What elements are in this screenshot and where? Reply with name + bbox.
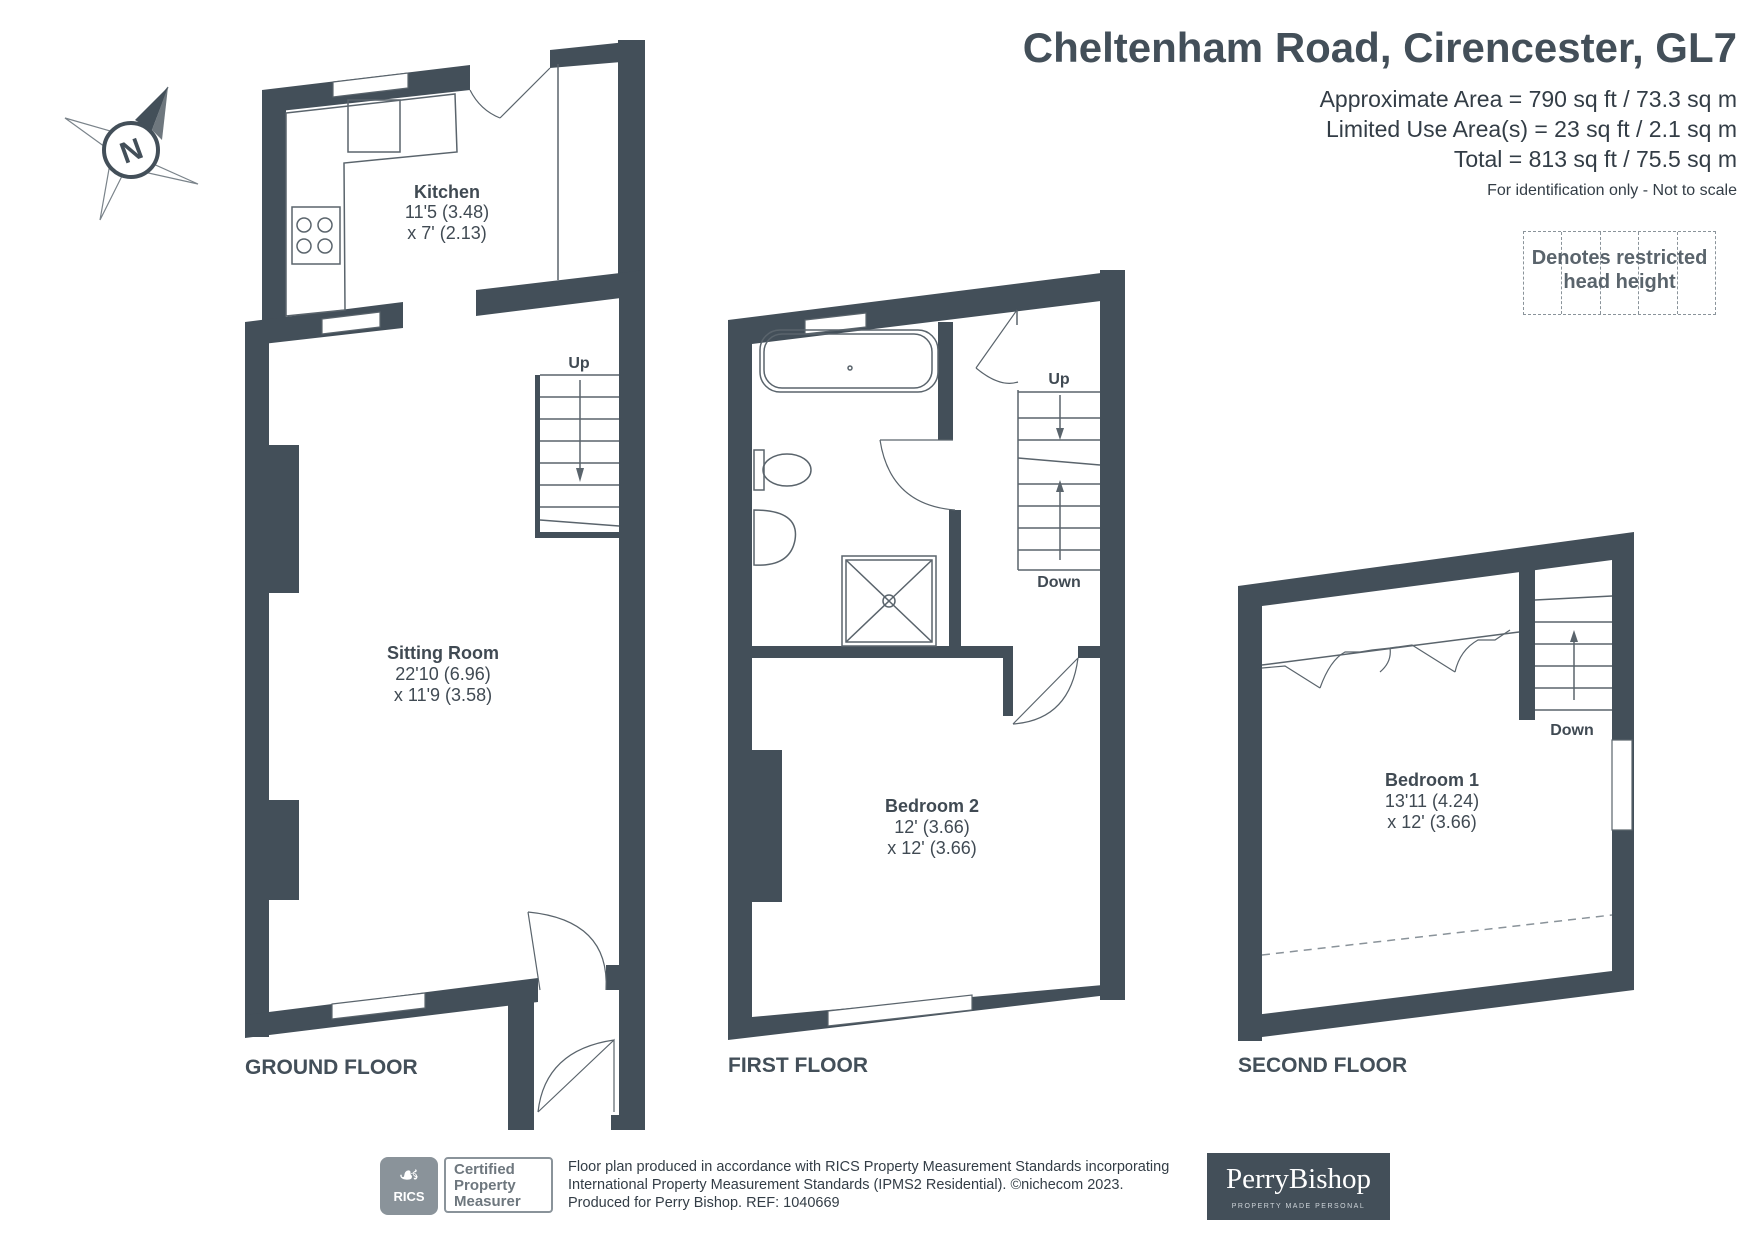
- sitting-room-dim: x 11'9 (3.58): [394, 685, 492, 705]
- wall: [1519, 560, 1535, 720]
- page-title: Cheltenham Road, Cirencester, GL7: [1022, 24, 1737, 71]
- stairs-up-label: Up: [1048, 371, 1070, 388]
- wall: [1078, 646, 1100, 658]
- rics-badge: ☙ RICS Certified Property Measurer: [380, 1157, 557, 1215]
- first-floor-plan: Up Down Bedroom 2 12' (3.66) x 12' (3.66…: [728, 270, 1125, 1077]
- bedroom1-dim: 13'11 (4.24): [1385, 791, 1479, 811]
- wall: [606, 965, 619, 990]
- stairs-up-label: Up: [568, 355, 590, 372]
- wall: [1003, 646, 1013, 716]
- second-floor-plan: Down Bedroom 1 13'11 (4.24) x 12' (3.66)…: [1238, 532, 1634, 1077]
- kitchen-dim: x 7' (2.13): [407, 223, 486, 243]
- chimney-breast: [269, 800, 299, 900]
- bedroom2-dim: x 12' (3.66): [887, 838, 976, 858]
- wall: [262, 90, 286, 320]
- wall: [752, 646, 1004, 658]
- bedroom2-name: Bedroom 2: [885, 796, 979, 816]
- stairs-down-label: Down: [1550, 722, 1594, 739]
- approx-area: Approximate Area = 790 sq ft / 73.3 sq m: [1319, 86, 1737, 112]
- footer-disclaimer: Floor plan produced in accordance with R…: [568, 1159, 1170, 1211]
- stairs-down-label: Down: [1037, 574, 1081, 591]
- perry-bishop-logo: PerryBishop PROPERTY MADE PERSONAL: [1207, 1153, 1390, 1220]
- ground-floor-label: GROUND FLOOR: [245, 1056, 418, 1079]
- wall: [938, 322, 953, 440]
- rics-logo: ☙ RICS: [380, 1157, 438, 1215]
- sitting-room-dim: 22'10 (6.96): [395, 664, 491, 684]
- wall: [1238, 586, 1262, 1041]
- ground-floor-plan: Up Kitchen 11'5 (3.48) x 7' (2.13) Sitti…: [245, 40, 645, 1130]
- wall: [1238, 532, 1634, 1040]
- wall: [618, 40, 645, 290]
- rics-emblem-icon: ☙: [398, 1162, 420, 1189]
- kitchen-dim: 11'5 (3.48): [405, 202, 489, 222]
- wall: [619, 290, 645, 1130]
- compass-icon: N: [64, 86, 199, 221]
- wall: [245, 322, 269, 1037]
- second-floor-label: SECOND FLOOR: [1238, 1054, 1407, 1077]
- wall: [949, 510, 961, 650]
- sitting-room-name: Sitting Room: [387, 643, 499, 663]
- wall: [508, 995, 534, 1130]
- total-area: Total = 813 sq ft / 75.5 sq m: [1453, 146, 1737, 172]
- first-floor-label: FIRST FLOOR: [728, 1054, 868, 1077]
- chimney-breast: [269, 445, 299, 593]
- legend-line: Denotes restricted: [1531, 247, 1708, 269]
- wall: [611, 1115, 645, 1130]
- bedroom1-dim: x 12' (3.66): [1387, 812, 1476, 832]
- restricted-height-legend: Denotes restricted head height: [1523, 231, 1716, 315]
- wall: [1100, 270, 1125, 1000]
- kitchen-name: Kitchen: [414, 182, 480, 202]
- wall: [476, 270, 645, 316]
- scale-note: For identification only - Not to scale: [1487, 182, 1737, 199]
- chimney-breast: [752, 750, 782, 902]
- legend-line: head height: [1563, 271, 1676, 293]
- limited-use-area: Limited Use Area(s) = 23 sq ft / 2.1 sq …: [1326, 116, 1737, 142]
- bedroom1-name: Bedroom 1: [1385, 770, 1479, 790]
- bedroom2-dim: 12' (3.66): [894, 817, 969, 837]
- certified-measurer-badge: Certified Property Measurer: [444, 1157, 553, 1213]
